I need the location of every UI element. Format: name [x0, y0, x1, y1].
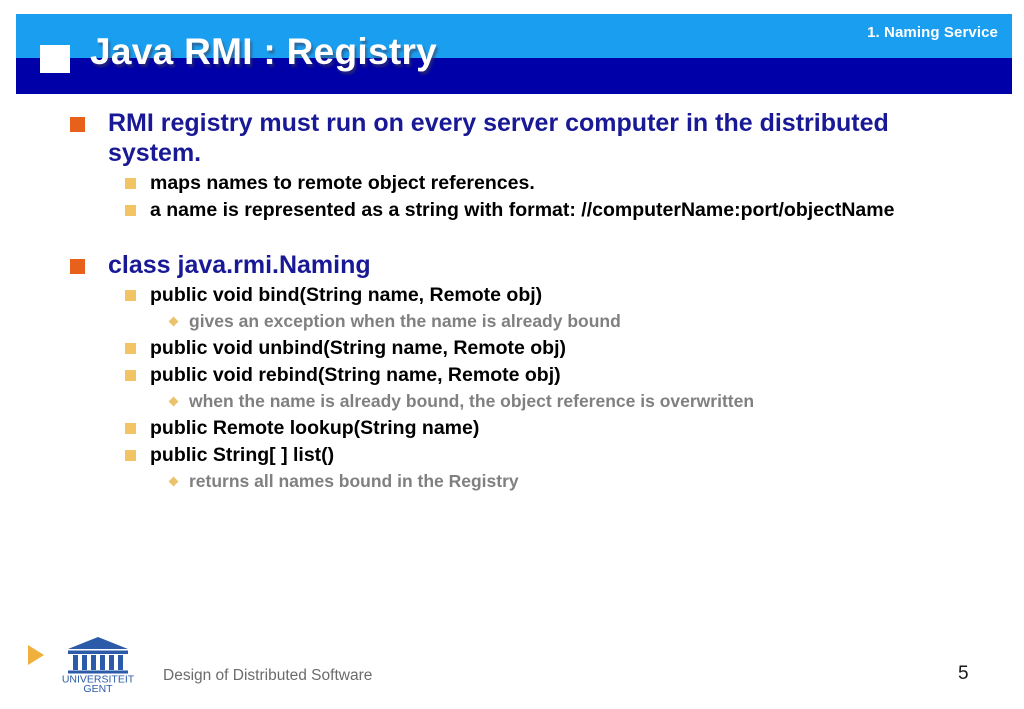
- square-bullet-icon: [125, 450, 136, 461]
- header-band-light: [16, 14, 1012, 58]
- bullet-item-level3: gives an exception when the name is alre…: [0, 309, 1024, 334]
- square-bullet-icon: [70, 117, 85, 132]
- square-bullet-icon: [125, 423, 136, 434]
- bullet-text: maps names to remote object references.: [150, 172, 535, 194]
- bullet-item-level2: public void unbind(String name, Remote o…: [0, 335, 1024, 361]
- bullet-item-level3: returns all names bound in the Registry: [0, 469, 1024, 494]
- title-square-icon: [40, 45, 70, 73]
- slide-header: 1. Naming Service Java RMI : Registry: [16, 14, 1012, 94]
- svg-text:UNIVERSITEIT: UNIVERSITEIT: [62, 674, 135, 686]
- header-section-label: 1. Naming Service: [867, 24, 998, 41]
- diamond-bullet-icon: [168, 396, 179, 407]
- header-band-dark: [16, 58, 1012, 94]
- bullet-item-level2: public Remote lookup(String name): [0, 415, 1024, 441]
- svg-text:GENT: GENT: [83, 683, 113, 693]
- footer-course-label: Design of Distributed Software: [163, 667, 373, 684]
- bullet-item-level2: public void bind(String name, Remote obj…: [0, 282, 1024, 308]
- bullet-item-level1: RMI registry must run on every server co…: [0, 108, 1024, 168]
- bullet-item-level3: when the name is already bound, the obje…: [0, 389, 1024, 414]
- square-bullet-icon: [125, 290, 136, 301]
- bullet-text: class java.rmi.Naming: [108, 251, 371, 279]
- bullet-text: gives an exception when the name is alre…: [189, 311, 621, 331]
- page-title: Java RMI : Registry: [90, 31, 438, 72]
- diamond-bullet-icon: [168, 476, 179, 487]
- square-bullet-icon: [125, 370, 136, 381]
- bullet-item-level1: class java.rmi.Naming: [0, 250, 1024, 280]
- play-triangle-icon: [28, 645, 44, 665]
- universiteit-gent-logo: UNIVERSITEIT GENT: [56, 635, 140, 693]
- bullet-item-level2: public void rebind(String name, Remote o…: [0, 362, 1024, 388]
- bullet-text: public void rebind(String name, Remote o…: [150, 364, 561, 386]
- bullet-item-level2: maps names to remote object references.: [0, 170, 1024, 196]
- page-number: 5: [958, 663, 969, 684]
- bullet-text: RMI registry must run on every server co…: [108, 109, 889, 167]
- square-bullet-icon: [125, 178, 136, 189]
- bullet-spacer: [0, 224, 1024, 250]
- bullet-text: when the name is already bound, the obje…: [189, 391, 755, 411]
- slide-body: RMI registry must run on every server co…: [0, 108, 1024, 495]
- square-bullet-icon: [70, 259, 85, 274]
- bullet-text: a name is represented as a string with f…: [150, 199, 895, 221]
- bullet-item-level2: a name is represented as a string with f…: [0, 197, 1024, 223]
- bullet-text: public void unbind(String name, Remote o…: [150, 337, 566, 359]
- bullet-text: returns all names bound in the Registry: [189, 471, 519, 491]
- diamond-bullet-icon: [168, 316, 179, 327]
- square-bullet-icon: [125, 205, 136, 216]
- bullet-text: public String[ ] list(): [150, 444, 335, 466]
- bullet-text: public void bind(String name, Remote obj…: [150, 284, 543, 306]
- bullet-item-level2: public String[ ] list(): [0, 442, 1024, 468]
- square-bullet-icon: [125, 343, 136, 354]
- bullet-text: public Remote lookup(String name): [150, 417, 480, 439]
